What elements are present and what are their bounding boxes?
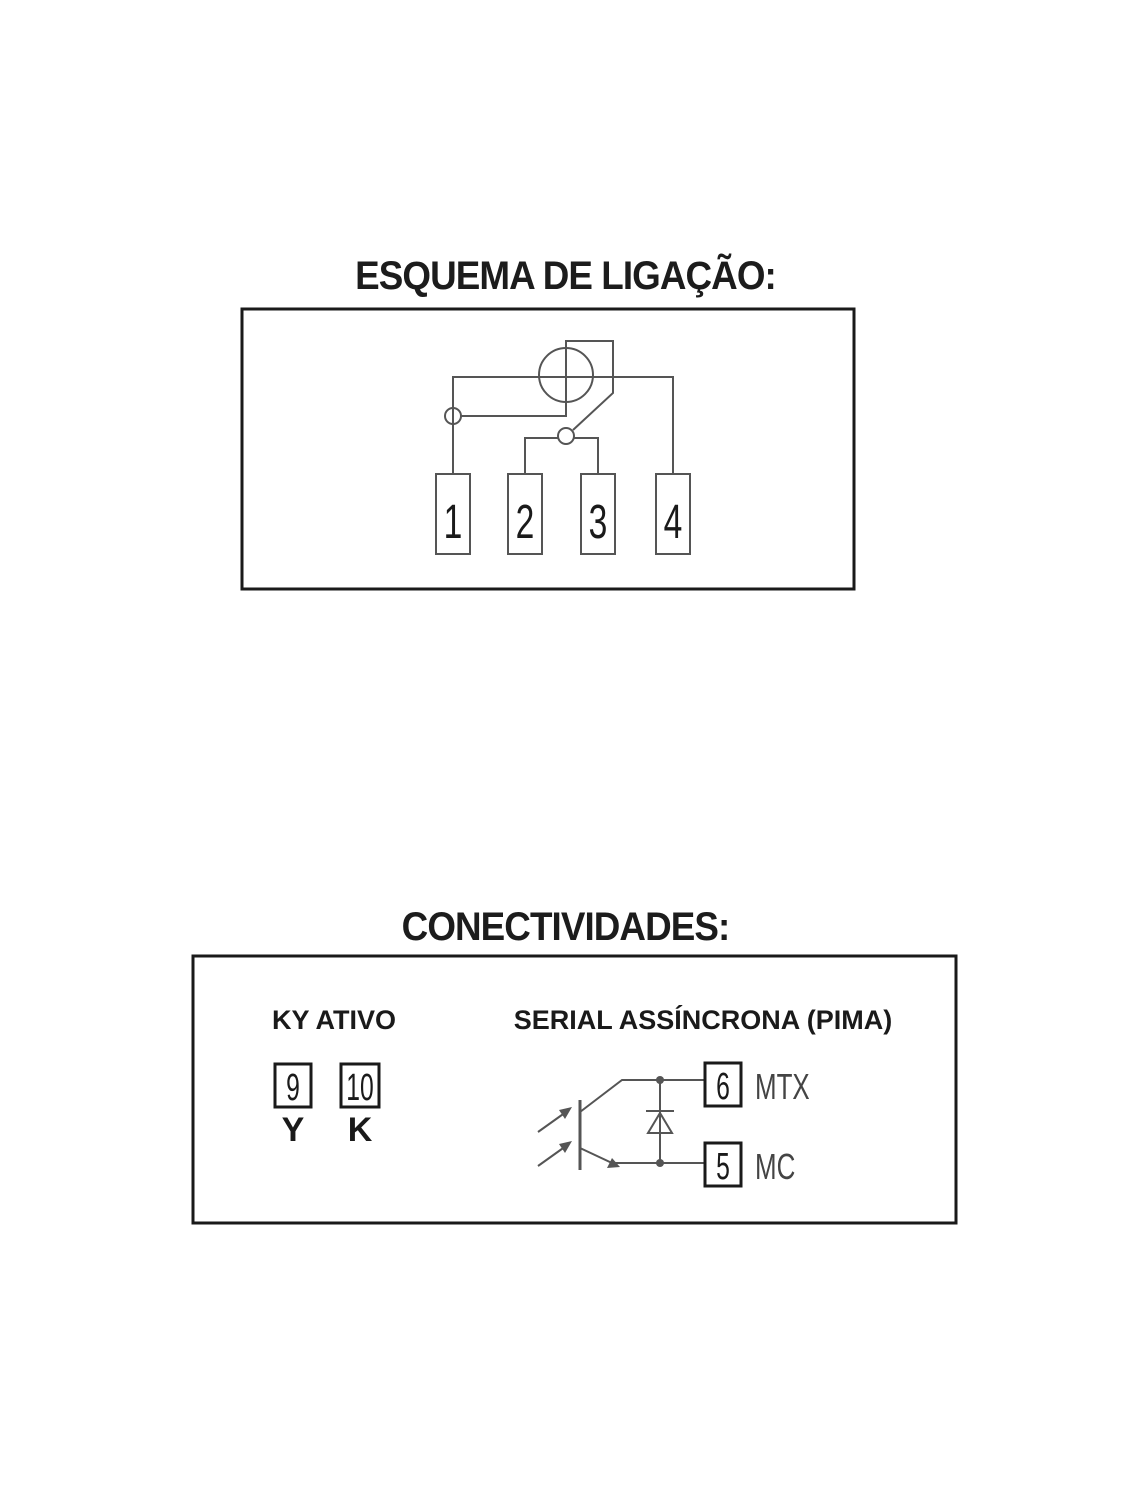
esquema-title: ESQUEMA DE LIGAÇÃO: — [355, 254, 777, 298]
terminal-2-label: 2 — [516, 494, 535, 548]
terminal-6-box — [703, 1061, 743, 1108]
signal-mc: MC — [755, 1147, 795, 1187]
junction-bottom — [656, 1159, 664, 1167]
terminal-5-label: 5 — [716, 1145, 730, 1188]
terminal-6-label: 6 — [716, 1065, 730, 1108]
esquema-frame — [240, 307, 856, 591]
terminal-9-label: 9 — [286, 1066, 300, 1109]
ky-ativo-label: KY ATIVO — [272, 1005, 396, 1035]
esquema-panel: 1 2 3 4 — [240, 307, 856, 591]
wire-terminal-2 — [524, 437, 558, 474]
terminal-1-label: 1 — [444, 494, 463, 548]
junction-top — [656, 1076, 664, 1084]
terminal-1-box — [435, 473, 471, 555]
signal-mtx: MTX — [755, 1067, 810, 1107]
collector-line — [579, 1079, 705, 1113]
emitter-arrowhead — [607, 1158, 620, 1168]
terminal-3-box — [580, 473, 616, 555]
terminal-5-box — [703, 1141, 743, 1188]
terminal-4-box — [655, 473, 691, 555]
arrowhead-lower — [559, 1141, 572, 1153]
terminal-k-letter: K — [348, 1111, 373, 1149]
terminal-y-letter: Y — [282, 1111, 305, 1149]
emitter-line — [579, 1147, 705, 1164]
contact-center-circle — [557, 427, 575, 445]
esquema-terminals: 1 2 3 4 — [435, 473, 691, 555]
terminal-3-label: 3 — [589, 494, 608, 548]
light-arrow-lower — [537, 1145, 567, 1167]
serial-label: SERIAL ASSÍNCRONA (PIMA) — [514, 1004, 893, 1035]
terminal-10-label: 10 — [346, 1066, 373, 1109]
contact-lever — [565, 340, 614, 431]
conectividades-frame — [191, 954, 958, 1225]
terminal-9-box — [273, 1062, 313, 1109]
relay-wiring — [444, 340, 674, 474]
wire-terminal-3 — [574, 437, 599, 474]
terminal-10-box — [339, 1062, 381, 1109]
wire-1-4 — [452, 376, 674, 474]
light-arrow-upper — [537, 1111, 567, 1133]
optocoupler-circuit — [537, 1079, 705, 1170]
conectividades-title: CONECTIVIDADES: — [401, 905, 731, 949]
terminal-2-box — [507, 473, 543, 555]
arrowhead-upper — [559, 1107, 572, 1119]
terminal-4-label: 4 — [664, 494, 683, 548]
diode-triangle — [646, 1111, 674, 1134]
wire-contact-left — [461, 402, 567, 417]
conectividades-panel: KY ATIVO 9 Y 10 K SERIAL ASSÍNCRONA (PIM… — [191, 954, 958, 1225]
optocoupler-marks — [559, 1076, 664, 1168]
